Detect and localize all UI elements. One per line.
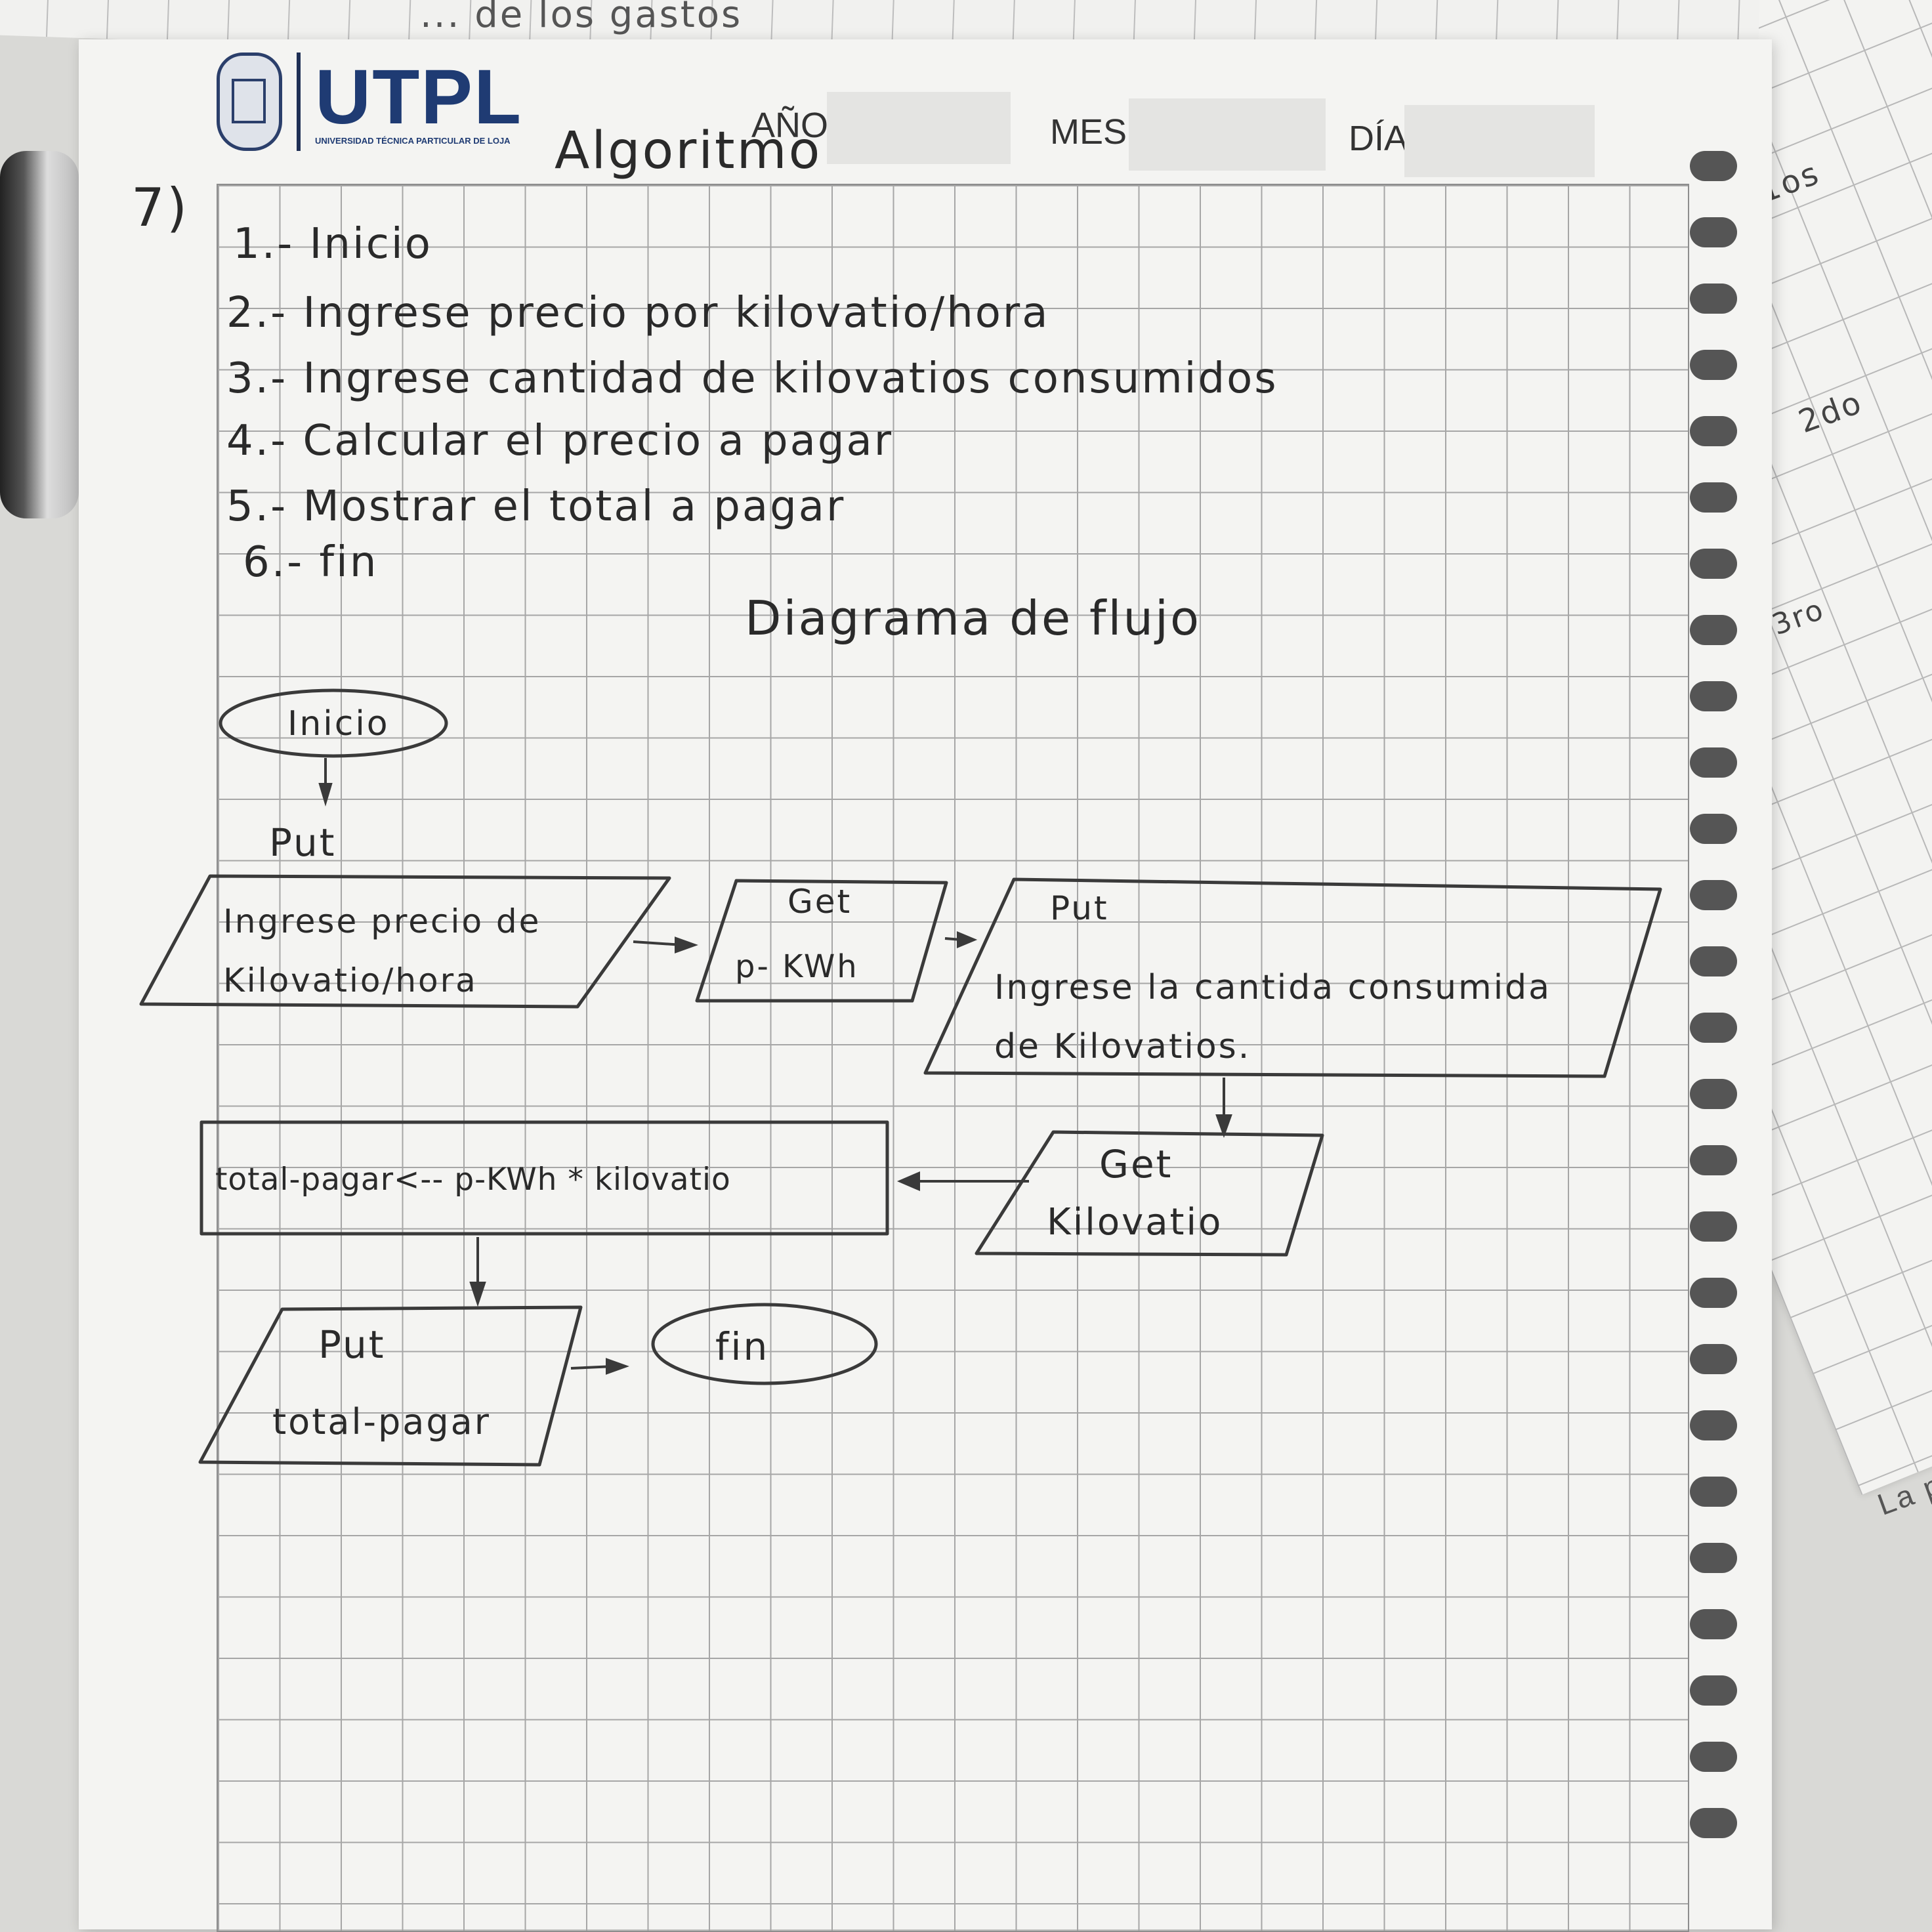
year-box [827,92,1011,164]
spiral-hole [1690,1344,1737,1374]
arrowhead [1215,1114,1232,1138]
year-label: AÑO [751,106,829,145]
background-top-scribble: ... de los gastos [420,0,743,36]
month-box [1129,98,1326,171]
spiral-hole [1690,1609,1737,1639]
algorithm-step: 5.- Mostrar el total a pagar [226,482,846,531]
spiral-hole [1690,1079,1737,1109]
spiral-hole [1690,549,1737,579]
spiral-hole [1690,1278,1737,1308]
logo-divider [297,52,301,151]
start-terminal [219,688,448,758]
spiral-hole [1690,1410,1737,1440]
input1-prompt-line1: Ingrese precio de [223,902,541,940]
arrowhead [318,783,333,807]
get-label-1: Get [788,883,852,921]
arrow-input-to-get [633,940,683,946]
exercise-number: 7) [131,177,190,238]
algorithm-step: 1.- Inicio [233,220,432,268]
day-box [1404,105,1595,177]
algorithm-step: 6.- fin [243,538,379,587]
spiral-hole [1690,814,1737,844]
spiral-hole [1690,1675,1737,1706]
spiral-hole [1690,284,1737,314]
spiral-hole [1690,681,1737,711]
put-label-2: Put [1050,889,1109,927]
spiral-hole [1690,1211,1737,1242]
start-label: Inicio [287,704,390,744]
input1-prompt-line2: Kilovatio/hora [223,961,478,999]
arrowhead [957,931,978,948]
grid-area [217,184,1689,1932]
spiral-hole [1690,747,1737,778]
end-label: fin [715,1324,770,1369]
algorithm-title: Algoritmo [555,121,822,180]
input-prompt-price [139,874,671,1009]
spiral-hole [1690,1013,1737,1043]
arrowhead [896,1171,920,1192]
input2-prompt-line1: Ingrese la cantida consumida [994,968,1552,1007]
spiral-hole [1690,482,1737,513]
get-label-2: Get [1099,1142,1173,1186]
algorithm-step: 4.- Calcular el precio a pagar [226,417,894,465]
spiral-hole [1690,880,1737,910]
output-box [198,1305,583,1467]
arrowhead [675,936,698,954]
input2-prompt-line2: de Kilovatios. [994,1027,1251,1066]
end-terminal [651,1303,878,1385]
crest-icon [217,52,282,151]
get2-variable: Kilovatio [1047,1201,1223,1244]
spiral-hole [1690,1477,1737,1507]
brand-subtitle: UNIVERSIDAD TÉCNICA PARTICULAR DE LOJA [315,135,511,146]
arrowhead [469,1282,486,1307]
get-quantity-box [975,1130,1324,1257]
output-variable: total-pagar [272,1401,491,1442]
algorithm-step: 2.- Ingrese precio por kilovatio/hora [226,289,1050,337]
get-price-box [695,879,948,1003]
spiral-hole [1690,151,1737,181]
spiral-hole [1690,1543,1737,1573]
get1-variable: p- KWh [735,948,859,985]
spiral-holes [1670,151,1749,1923]
process-expression: total-pagar<-- p-KWh * kilovatio [215,1162,731,1198]
notebook-page [79,39,1772,1932]
day-label: DÍA [1349,119,1408,158]
spiral-hole [1690,217,1737,247]
algorithm-step: 3.- Ingrese cantidad de kilovatios consu… [226,354,1278,403]
spiral-hole [1690,416,1737,446]
utpl-logo: UTPL UNIVERSIDAD TÉCNICA PARTICULAR DE L… [217,52,522,151]
spiral-hole [1690,350,1737,380]
spiral-hole [1690,946,1737,976]
spiral-hole [1690,1742,1737,1772]
brand-name: UTPL [315,53,523,140]
flowchart-title: Diagrama de flujo [745,591,1202,646]
spiral-hole [1690,615,1737,645]
put-label-1: Put [269,820,337,865]
input-prompt-quantity [923,877,1662,1078]
pen [0,151,79,518]
put-label-3: Put [318,1322,386,1367]
month-label: MES [1050,112,1127,152]
arrowhead [606,1358,629,1375]
process-box [200,1120,889,1236]
spiral-hole [1690,1145,1737,1175]
spiral-hole [1690,1808,1737,1838]
